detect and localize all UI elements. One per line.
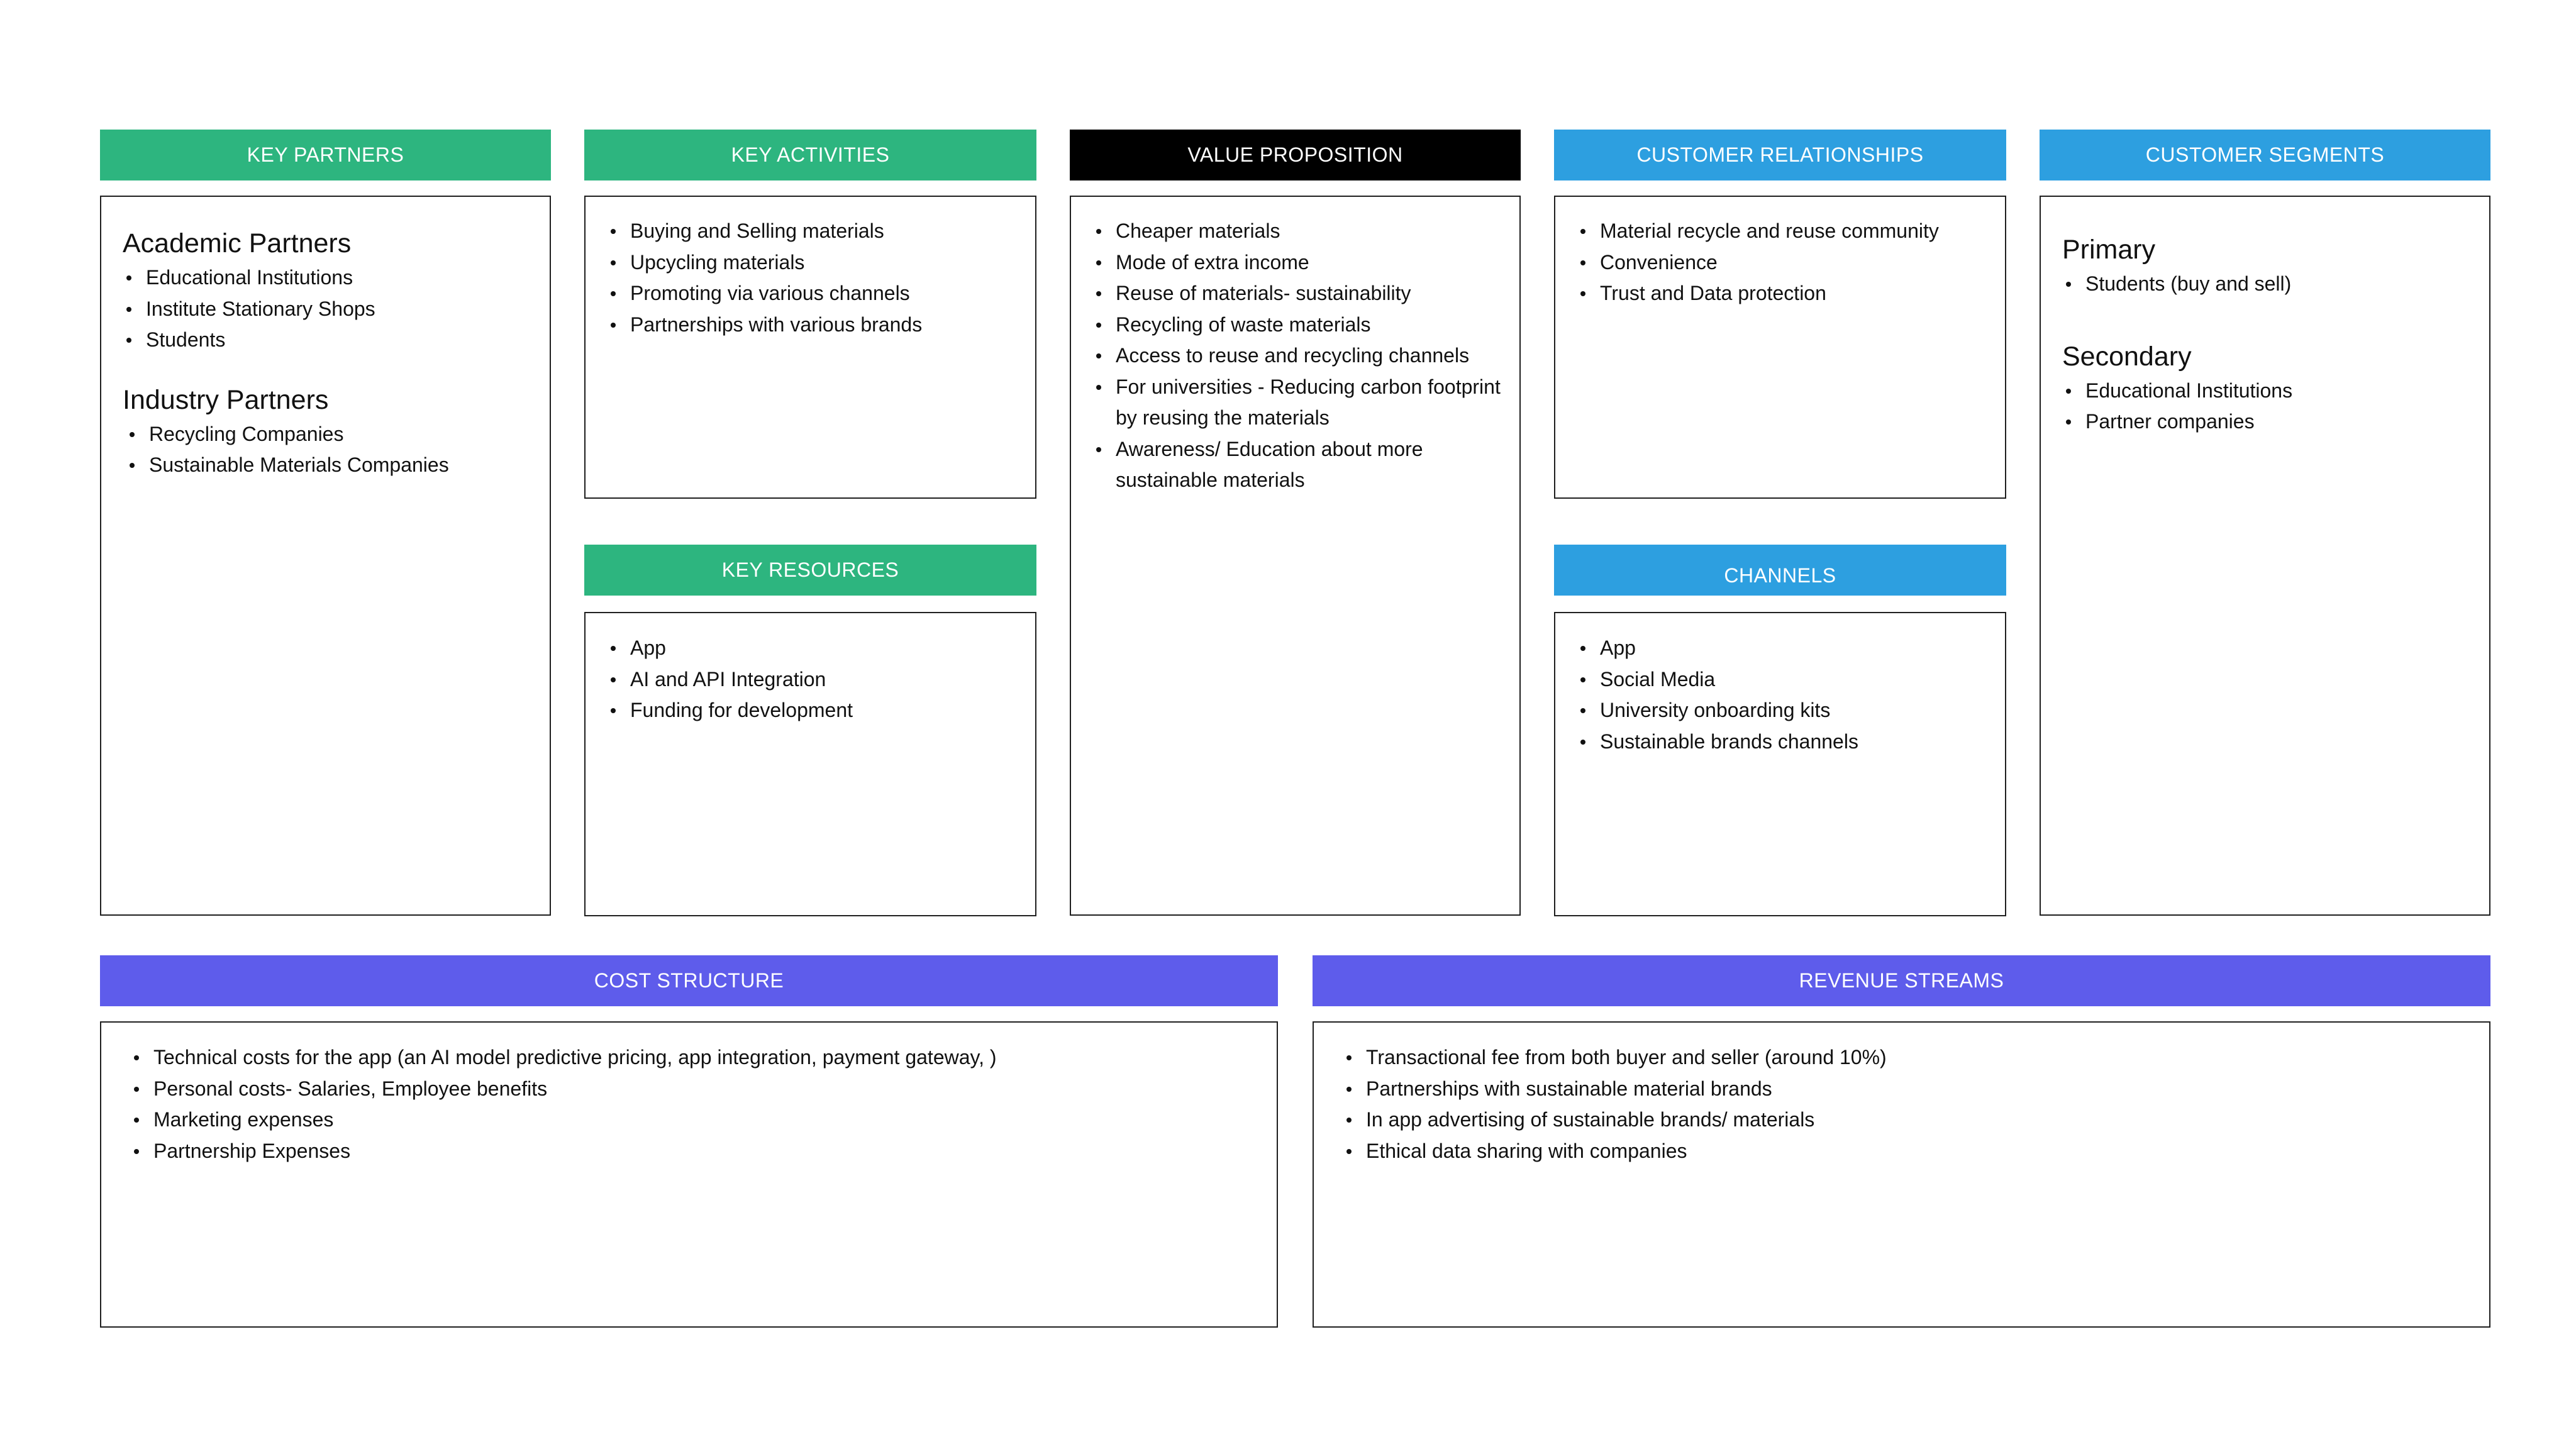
customer-relationships-box: Material recycle and reuse community Con… — [1554, 196, 2006, 499]
revenue-streams-header: REVENUE STREAMS — [1313, 955, 2490, 1006]
industry-partners-list: Recycling Companies Sustainable Material… — [126, 419, 550, 481]
list-item: AI and API Integration — [607, 664, 1035, 696]
cost-structure-header-label: COST STRUCTURE — [594, 969, 784, 992]
key-partners-header-label: KEY PARTNERS — [247, 143, 404, 166]
key-resources-box: App AI and API Integration Funding for d… — [584, 612, 1036, 916]
list-item: Transactional fee from both buyer and se… — [1343, 1042, 2489, 1074]
list-item: Mode of extra income — [1092, 247, 1507, 279]
secondary-segment-title: Secondary — [2062, 341, 2192, 372]
cost-structure-list: Technical costs for the app (an AI model… — [130, 1042, 1277, 1167]
list-item: Students — [123, 325, 550, 356]
key-activities-box: Buying and Selling materials Upcycling m… — [584, 196, 1036, 499]
list-item: App — [607, 633, 1035, 664]
list-item: Promoting via various channels — [607, 278, 1035, 309]
value-proposition-box: Cheaper materials Mode of extra income R… — [1070, 196, 1521, 916]
list-item: Personal costs- Salaries, Employee benef… — [130, 1074, 1277, 1105]
key-resources-header-label: KEY RESOURCES — [721, 558, 899, 581]
industry-partners-title: Industry Partners — [123, 384, 329, 415]
list-item: Recycling Companies — [126, 419, 550, 450]
customer-relationships-list: Material recycle and reuse community Con… — [1577, 216, 2005, 309]
customer-segments-header-label: CUSTOMER SEGMENTS — [2145, 143, 2385, 166]
list-item: For universities - Reducing carbon footp… — [1092, 372, 1507, 434]
list-item: Educational Institutions — [2062, 375, 2489, 407]
primary-segment-group: Primary Students (buy and sell) — [2062, 231, 2489, 300]
channels-list: App Social Media University onboarding k… — [1577, 633, 2005, 757]
channels-header-label: CHANNELS — [1724, 564, 1836, 587]
key-partners-header: KEY PARTNERS — [100, 130, 551, 180]
customer-segments-box: Primary Students (buy and sell) Secondar… — [2040, 196, 2490, 916]
cost-structure-box: Technical costs for the app (an AI model… — [100, 1021, 1278, 1328]
list-item: University onboarding kits — [1577, 695, 2005, 726]
revenue-streams-box: Transactional fee from both buyer and se… — [1313, 1021, 2490, 1328]
primary-segment-title: Primary — [2062, 235, 2156, 265]
list-item: Upcycling materials — [607, 247, 1035, 279]
value-proposition-header-label: VALUE PROPOSITION — [1187, 143, 1403, 166]
list-item: Sustainable Materials Companies — [126, 450, 550, 481]
value-proposition-list: Cheaper materials Mode of extra income R… — [1092, 216, 1507, 496]
list-item: Educational Institutions — [123, 262, 550, 294]
secondary-segment-list: Educational Institutions Partner compani… — [2062, 375, 2489, 438]
list-item: Cheaper materials — [1092, 216, 1507, 247]
list-item: In app advertising of sustainable brands… — [1343, 1104, 2489, 1136]
value-proposition-header: VALUE PROPOSITION — [1070, 130, 1521, 180]
primary-segment-list: Students (buy and sell) — [2062, 269, 2489, 300]
list-item: Access to reuse and recycling channels — [1092, 340, 1507, 372]
revenue-streams-list: Transactional fee from both buyer and se… — [1343, 1042, 2489, 1167]
list-item: Convenience — [1577, 247, 2005, 279]
key-activities-header-label: KEY ACTIVITIES — [731, 143, 890, 166]
customer-segments-header: CUSTOMER SEGMENTS — [2040, 130, 2490, 180]
list-item: Marketing expenses — [130, 1104, 1277, 1136]
list-item: App — [1577, 633, 2005, 664]
list-item: Technical costs for the app (an AI model… — [130, 1042, 1277, 1074]
revenue-streams-header-label: REVENUE STREAMS — [1799, 969, 2004, 992]
list-item: Funding for development — [607, 695, 1035, 726]
list-item: Sustainable brands channels — [1577, 726, 2005, 758]
industry-partners-group: Industry Partners Recycling Companies Su… — [123, 381, 550, 481]
customer-relationships-header-label: CUSTOMER RELATIONSHIPS — [1636, 143, 1924, 166]
list-item: Recycling of waste materials — [1092, 309, 1507, 341]
list-item: Trust and Data protection — [1577, 278, 2005, 309]
list-item: Partnerships with various brands — [607, 309, 1035, 341]
key-partners-box: Academic Partners Educational Institutio… — [100, 196, 551, 916]
list-item: Ethical data sharing with companies — [1343, 1136, 2489, 1167]
key-activities-header: KEY ACTIVITIES — [584, 130, 1036, 180]
list-item: Partnerships with sustainable material b… — [1343, 1074, 2489, 1105]
key-activities-list: Buying and Selling materials Upcycling m… — [607, 216, 1035, 340]
cost-structure-header: COST STRUCTURE — [100, 955, 1278, 1006]
academic-partners-list: Educational Institutions Institute Stati… — [123, 262, 550, 356]
list-item: Reuse of materials- sustainability — [1092, 278, 1507, 309]
academic-partners-title: Academic Partners — [123, 228, 352, 258]
list-item: Institute Stationary Shops — [123, 294, 550, 325]
channels-box: App Social Media University onboarding k… — [1554, 612, 2006, 916]
academic-partners-group: Academic Partners Educational Institutio… — [123, 225, 550, 356]
list-item: Students (buy and sell) — [2062, 269, 2489, 300]
list-item: Partnership Expenses — [130, 1136, 1277, 1167]
key-resources-header: KEY RESOURCES — [584, 545, 1036, 596]
list-item: Awareness/ Education about more sustaina… — [1092, 434, 1507, 496]
secondary-segment-group: Secondary Educational Institutions Partn… — [2062, 338, 2489, 438]
customer-relationships-header: CUSTOMER RELATIONSHIPS — [1554, 130, 2006, 180]
list-item: Material recycle and reuse community — [1577, 216, 2005, 247]
key-resources-list: App AI and API Integration Funding for d… — [607, 633, 1035, 726]
list-item: Buying and Selling materials — [607, 216, 1035, 247]
list-item: Social Media — [1577, 664, 2005, 696]
channels-header: CHANNELS — [1554, 545, 2006, 596]
list-item: Partner companies — [2062, 406, 2489, 438]
